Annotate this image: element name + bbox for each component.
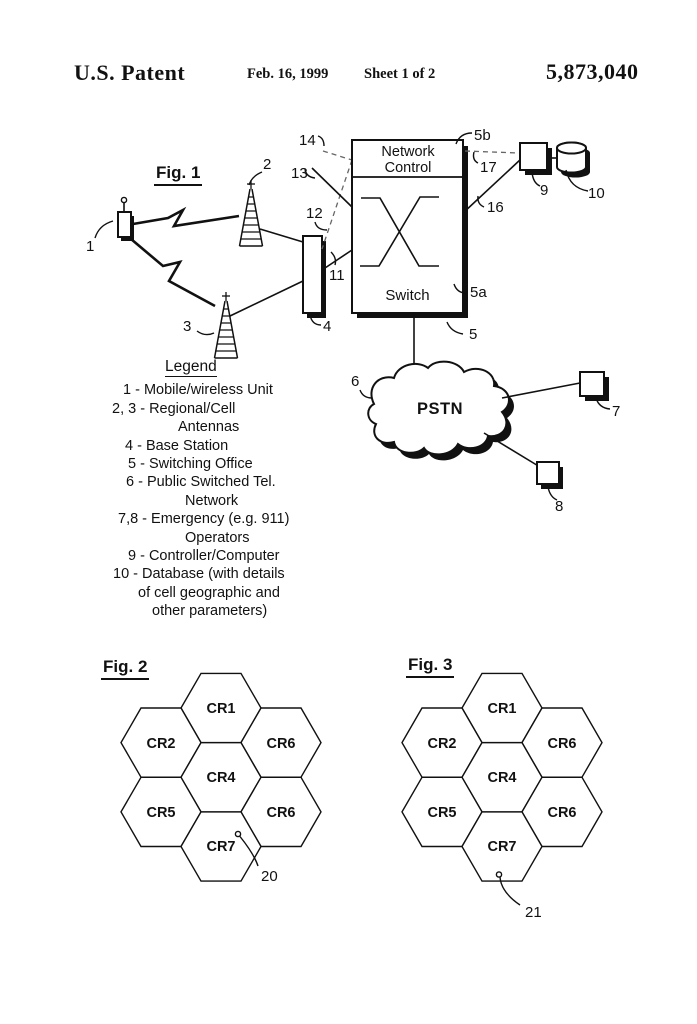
callout-label-20: 20: [261, 868, 278, 885]
legend-line: of cell geographic and: [138, 584, 280, 601]
cell-hexagon: [180, 811, 262, 882]
cell-label: CR7: [206, 839, 235, 855]
callout-label-21: 21: [525, 904, 542, 921]
fig2-cell-grid: CR1 CR2 CR6 CR4 CR5 CR6 CR7 20: [120, 672, 322, 885]
callout-leader-21: [499, 876, 521, 906]
fig3-cell-grid: CR1 CR2 CR6 CR4 CR5 CR6 CR7 21: [401, 672, 603, 921]
legend-line: Operators: [185, 529, 250, 546]
fig3-title: Fig. 3: [406, 655, 455, 678]
patent-date: Feb. 16, 1999: [247, 66, 329, 82]
fig1-title: Fig. 1: [154, 163, 203, 186]
operator-terminal-8: [536, 461, 563, 489]
ref-label-9: 9: [540, 182, 548, 199]
legend-line: 2, 3 - Regional/Cell: [112, 400, 236, 417]
cell-label: CR6: [547, 736, 576, 752]
cell-label: CR1: [206, 701, 235, 717]
network-control-label: Network Control: [381, 144, 435, 176]
base-station: [302, 235, 326, 318]
ref-label-6: 6: [351, 373, 359, 390]
cell-label: CR2: [146, 736, 175, 752]
callout-point-20: [234, 830, 242, 838]
link-pstn-operator7: [501, 382, 581, 399]
line-16: [462, 158, 522, 214]
legend-title: Legend: [165, 358, 217, 378]
cell-label: CR5: [146, 805, 175, 821]
ref-label-5b: 5b: [474, 127, 491, 144]
cell-label: CR1: [487, 701, 516, 717]
ref-label-12: 12: [306, 205, 323, 222]
cell-label: CR5: [427, 805, 456, 821]
cell-hexagon: [461, 811, 543, 882]
ref-label-5: 5: [469, 326, 477, 343]
ref-label-16: 16: [487, 199, 504, 216]
line-13: [311, 167, 353, 208]
legend-block: Legend 1 - Mobile/wireless Unit 2, 3 - R…: [108, 358, 323, 621]
legend-line: 10 - Database (with details: [113, 566, 285, 583]
mobile-wireless-unit: [117, 196, 134, 241]
cell-label: CR7: [487, 839, 516, 855]
cell-antenna-3: [213, 291, 239, 359]
legend-line: Network: [185, 492, 239, 509]
cell-label: CR6: [266, 805, 295, 821]
cell-label: CR2: [427, 736, 456, 752]
sheet-number: Sheet 1 of 2: [364, 66, 436, 82]
cell-label: CR4: [206, 770, 235, 786]
ref-label-5a: 5a: [470, 284, 487, 301]
patent-number: 5,873,040: [546, 59, 639, 84]
link-antenna2-basestation: [259, 228, 304, 243]
legend-line: 7,8 - Emergency (e.g. 911): [118, 511, 290, 528]
legend-line: 5 - Switching Office: [128, 456, 253, 473]
legend-line: 1 - Mobile/wireless Unit: [123, 382, 273, 399]
ref-label-3: 3: [183, 318, 191, 335]
patent-header-title: U.S. Patent: [74, 60, 186, 85]
dashed-line-12: [321, 159, 353, 250]
pstn-cloud: [367, 360, 514, 461]
cell-antenna-2: [238, 179, 264, 247]
ref-label-4: 4: [323, 318, 331, 335]
radio-link-bolt-1-2: [132, 206, 240, 228]
legend-line: 6 - Public Switched Tel.: [126, 474, 276, 491]
lead-lines: [94, 132, 611, 501]
switch-label: Switch: [385, 287, 430, 304]
database-cylinder: [556, 141, 590, 178]
link-pstn-operator8: [483, 432, 541, 468]
cell-label: CR6: [547, 805, 576, 821]
ref-label-8: 8: [555, 498, 563, 515]
callout-point-21: [495, 871, 503, 878]
ref-label-11: 11: [329, 267, 345, 284]
fig2-title: Fig. 2: [101, 657, 150, 680]
ref-label-13: 13: [291, 165, 308, 182]
dashed-line-14: [322, 150, 353, 161]
radio-link-bolt-1-3: [130, 238, 216, 308]
ref-label-7: 7: [612, 403, 620, 420]
ref-label-2: 2: [263, 156, 271, 173]
callout-leader-20: [239, 836, 259, 867]
ref-label-14: 14: [299, 132, 316, 149]
legend-line: Antennas: [178, 419, 240, 436]
pstn-label: PSTN: [416, 400, 463, 418]
legend-line: 4 - Base Station: [125, 437, 229, 454]
link-antenna3-basestation: [229, 280, 304, 317]
ref-label-17: 17: [480, 159, 497, 176]
dashed-line-17: [464, 150, 520, 154]
switching-office-box: [351, 139, 468, 318]
operator-terminal-7: [579, 371, 609, 401]
ref-label-10: 10: [588, 185, 605, 202]
link-basestation-switch: [321, 249, 353, 271]
legend-line: other parameters): [152, 603, 268, 620]
legend-line: 9 - Controller/Computer: [128, 548, 280, 565]
cell-label: CR4: [487, 770, 516, 786]
cell-label: CR6: [266, 736, 295, 752]
ref-label-1: 1: [86, 238, 94, 255]
controller-computer: [519, 142, 558, 175]
